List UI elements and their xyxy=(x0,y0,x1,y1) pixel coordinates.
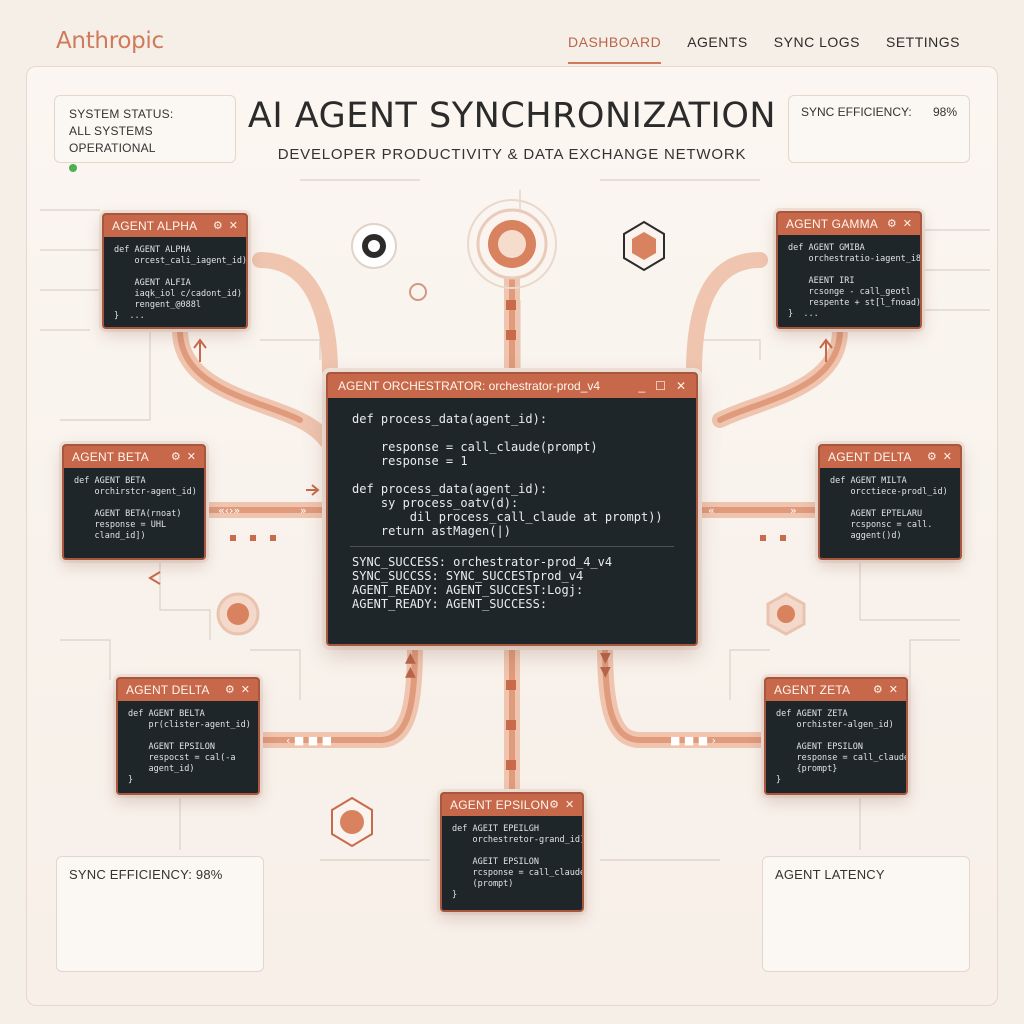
close-icon[interactable]: ✕ xyxy=(902,217,912,230)
orchestrator-title: AGENT ORCHESTRATOR: orchestrator-prod_v4 xyxy=(338,379,601,393)
svg-text:»: » xyxy=(300,504,307,517)
close-icon[interactable]: ✕ xyxy=(942,450,952,463)
agent-latency-chart-panel: AGENT LATENCY xyxy=(762,856,970,972)
brand-logo[interactable]: Anthropic xyxy=(56,28,164,54)
agent-code: def AGENT MILTA orcctiece-prodl_id) AGEN… xyxy=(830,476,948,541)
latency-chart-title: AGENT LATENCY xyxy=(775,867,885,882)
close-icon[interactable]: ✕ xyxy=(186,450,196,463)
agent-window-delta-right[interactable]: AGENT DELTA ⚙ ✕ def AGENT MILTA orcctiece… xyxy=(818,444,962,560)
agent-code: def AGENT ZETA orchister-algen_id) AGENT… xyxy=(776,709,906,785)
agent-code: def AGEIT EPEILGH orchestretor-grand_id)… xyxy=(452,824,584,900)
status-indicator-icon xyxy=(69,164,77,172)
orchestrator-log: SYNC_SUCCESS: orchestrator-prod_4_v4 SYN… xyxy=(352,555,613,611)
close-icon[interactable]: ✕ xyxy=(564,798,575,811)
agent-title: AGENT ZETA xyxy=(774,683,851,697)
minimize-icon[interactable]: _ xyxy=(638,379,646,393)
maximize-icon[interactable]: ☐ xyxy=(655,379,666,393)
nav-sync-logs[interactable]: SYNC LOGS xyxy=(773,34,860,50)
agent-title: AGENT DELTA xyxy=(126,683,210,697)
settings-icon[interactable]: ⚙ xyxy=(224,683,235,696)
svg-text:▲: ▲ xyxy=(405,664,416,680)
agent-title: AGENT BETA xyxy=(72,450,149,464)
page-subtitle: DEVELOPER PRODUCTIVITY & DATA EXCHANGE N… xyxy=(277,146,747,163)
agent-window-gamma[interactable]: AGENT GAMMA ⚙ ✕ def AGENT GMIBA orchestra… xyxy=(776,211,922,329)
svg-text:▲: ▲ xyxy=(405,650,416,666)
agent-window-zeta[interactable]: AGENT ZETA ⚙ ✕ def AGENT ZETA orchister-a… xyxy=(764,677,908,795)
status-value: ALL SYSTEMS OPERATIONAL xyxy=(69,124,156,155)
close-icon[interactable]: ✕ xyxy=(675,379,686,393)
sync-chart-title: SYNC EFFICIENCY: 98% xyxy=(69,867,223,882)
svg-text:■ ■ ■ ›: ■ ■ ■ › xyxy=(670,734,716,747)
agent-code: def AGENT ALPHA orcest_cali_iagent_id): … xyxy=(114,245,248,321)
agent-code: def AGENT BELTA pr(clister-agent_id) AGE… xyxy=(128,709,251,785)
sync-efficiency-panel: SYNC EFFICIENCY: 98% xyxy=(788,95,970,163)
agent-title: AGENT DELTA xyxy=(828,450,912,464)
svg-text:«‹›»: «‹›» xyxy=(218,504,240,517)
agent-title: AGENT GAMMA xyxy=(786,217,878,231)
status-label: SYSTEM STATUS: xyxy=(69,107,174,121)
close-icon[interactable]: ✕ xyxy=(888,683,898,696)
agent-title: AGENT EPSILON xyxy=(450,798,550,812)
page-title: AI AGENT SYNCHRONIZATION xyxy=(247,96,777,136)
svg-text:«: « xyxy=(708,504,715,517)
nav-agents[interactable]: AGENTS xyxy=(687,34,748,50)
svg-text:▼: ▼ xyxy=(600,664,611,680)
system-status-panel: SYSTEM STATUS: ALL SYSTEMS OPERATIONAL xyxy=(54,95,236,172)
agent-title: AGENT ALPHA xyxy=(112,219,198,233)
top-nav: DASHBOARD AGENTS SYNC LOGS SETTINGS xyxy=(568,34,960,64)
orchestrator-window[interactable]: AGENT ORCHESTRATOR: orchestrator-prod_v4… xyxy=(326,372,698,646)
settings-icon[interactable]: ⚙ xyxy=(212,219,223,232)
settings-icon[interactable]: ⚙ xyxy=(549,798,559,811)
sync-efficiency-value: 98% xyxy=(932,105,957,119)
settings-icon[interactable]: ⚙ xyxy=(886,217,897,230)
svg-text:▼: ▼ xyxy=(600,650,611,666)
agent-window-delta-left[interactable]: AGENT DELTA ⚙ ✕ def AGENT BELTA pr(cliste… xyxy=(116,677,260,795)
svg-text:‹ ■ ■ ■: ‹ ■ ■ ■ xyxy=(286,734,332,747)
agent-code: def AGENT BETA orchirstcr-agent_id) AGEN… xyxy=(74,476,197,541)
settings-icon[interactable]: ⚙ xyxy=(926,450,937,463)
close-icon[interactable]: ✕ xyxy=(228,219,238,232)
agent-window-beta[interactable]: AGENT BETA ⚙ ✕ def AGENT BETA orchirstcr-… xyxy=(62,444,206,560)
close-icon[interactable]: ✕ xyxy=(240,683,250,696)
svg-text:»: » xyxy=(790,504,797,517)
agent-code: def AGENT GMIBA orchestratio-iagent_i8) … xyxy=(788,243,922,319)
orchestrator-code: def process_data(agent_id): response = c… xyxy=(352,412,663,538)
sync-efficiency-label: SYNC EFFICIENCY: xyxy=(801,105,912,119)
sync-efficiency-chart-panel: SYNC EFFICIENCY: 98% xyxy=(56,856,264,972)
settings-icon[interactable]: ⚙ xyxy=(872,683,883,696)
agent-window-alpha[interactable]: AGENT ALPHA ⚙ ✕ def AGENT ALPHA orcest_ca… xyxy=(102,213,248,329)
nav-settings[interactable]: SETTINGS xyxy=(885,34,960,50)
agent-window-epsilon[interactable]: AGENT EPSILON ⚙ ✕ def AGEIT EPEILGH orche… xyxy=(440,792,584,912)
nav-dashboard[interactable]: DASHBOARD xyxy=(568,34,662,64)
settings-icon[interactable]: ⚙ xyxy=(170,450,181,463)
divider xyxy=(350,546,674,547)
